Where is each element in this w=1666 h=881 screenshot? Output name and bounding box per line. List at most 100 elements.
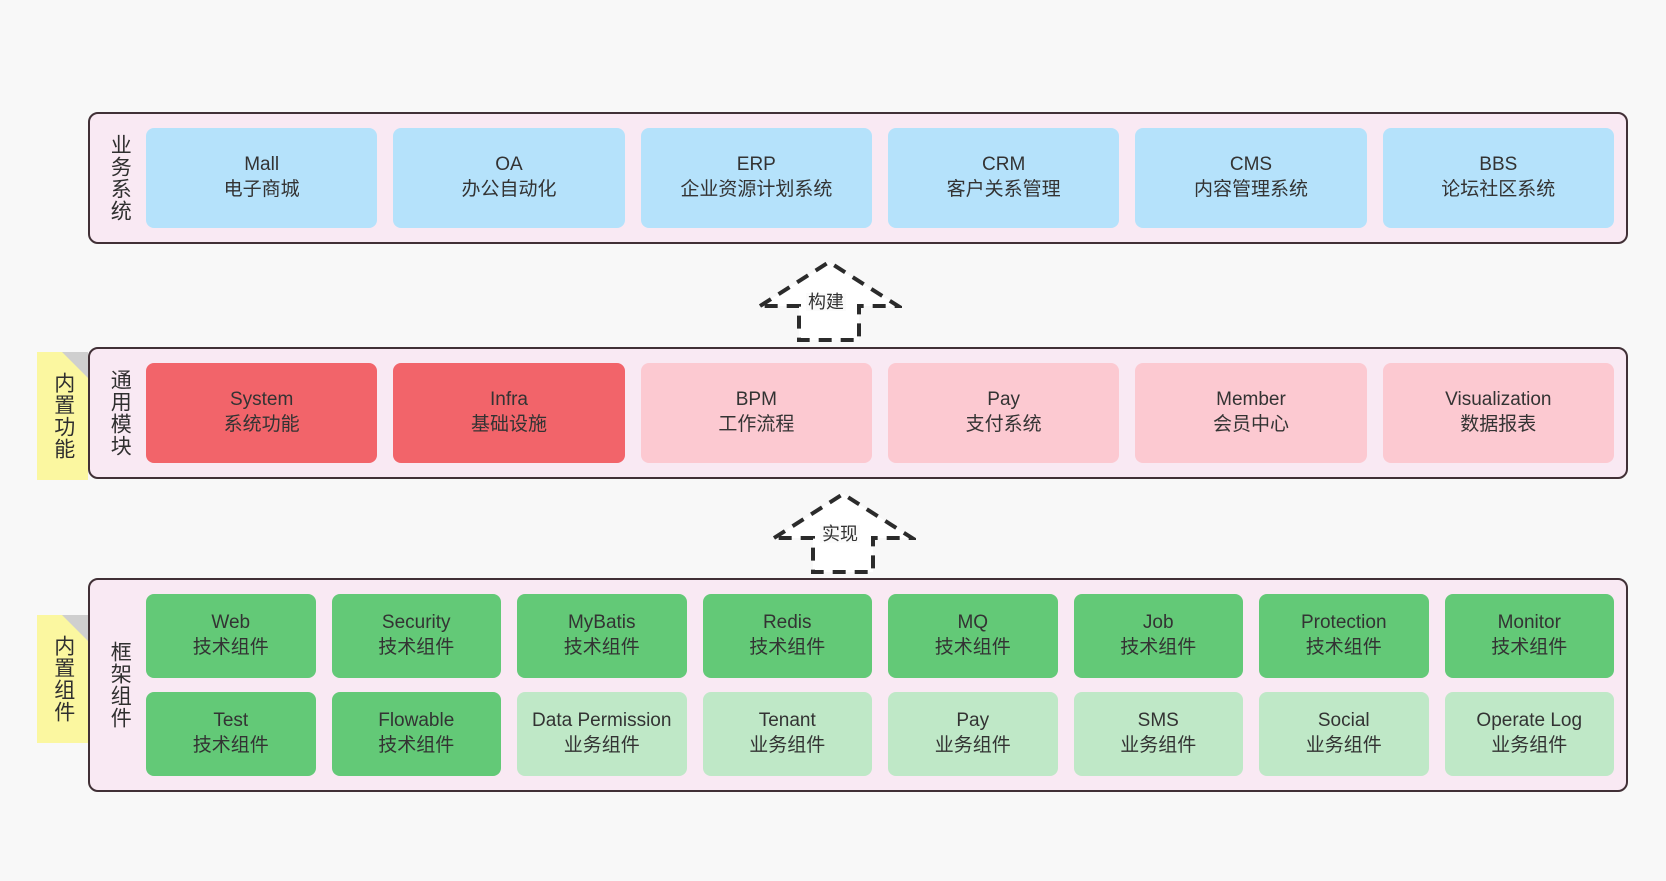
box-mq-desc: 技术组件 (934, 637, 1011, 658)
box-sms[interactable]: SMS 业务组件 (1073, 692, 1243, 776)
arrow-implement: 实现 (770, 490, 916, 576)
box-cms-name: CMS (1229, 154, 1273, 176)
box-sms-name: SMS (1137, 710, 1179, 732)
box-security[interactable]: Security 技术组件 (331, 594, 501, 678)
layer-common-module-title: 通用模块 (108, 369, 132, 457)
box-test-name: Test (213, 710, 249, 732)
box-erp-desc: 企业资源计划系统 (680, 179, 833, 200)
box-pay-component[interactable]: Pay 业务组件 (888, 692, 1058, 776)
layer-common-module-body: System 系统功能 Infra 基础设施 BPM 工作流程 Pay 支付系统… (142, 349, 1626, 477)
box-crm[interactable]: CRM 客户关系管理 (887, 128, 1120, 228)
box-oa-name: OA (495, 154, 523, 176)
box-mybatis-name: MyBatis (567, 612, 636, 634)
box-tenant-name: Tenant (758, 710, 816, 732)
box-pay-module-name: Pay (987, 389, 1021, 411)
layer-common-module: 通用模块 System 系统功能 Infra 基础设施 BPM 工作流程 Pay… (88, 347, 1628, 479)
box-system[interactable]: System 系统功能 (146, 363, 378, 463)
box-web-name: Web (211, 612, 251, 634)
box-visualization-desc: 数据报表 (1460, 414, 1537, 435)
box-crm-desc: 客户关系管理 (946, 179, 1061, 200)
box-erp-name: ERP (736, 154, 776, 176)
note-fold-icon (62, 615, 88, 641)
box-mall-name: Mall (244, 154, 280, 176)
box-pay-component-name: Pay (956, 710, 990, 732)
box-bbs-desc: 论坛社区系统 (1441, 179, 1556, 200)
box-infra-name: Infra (489, 389, 528, 411)
box-redis-desc: 技术组件 (749, 637, 826, 658)
arrow-build-label: 构建 (806, 292, 846, 312)
framework-row-tech: Web 技术组件 Security 技术组件 MyBatis 技术组件 Redi… (146, 594, 1614, 678)
box-infra[interactable]: Infra 基础设施 (393, 363, 625, 463)
note-fold-icon (62, 352, 88, 378)
box-flowable-desc: 技术组件 (378, 735, 455, 756)
box-visualization-name: Visualization (1445, 389, 1552, 411)
layer-framework-component-body: Web 技术组件 Security 技术组件 MyBatis 技术组件 Redi… (142, 580, 1626, 790)
box-social[interactable]: Social 业务组件 (1259, 692, 1429, 776)
box-mall-desc: 电子商城 (223, 179, 300, 200)
box-cms[interactable]: CMS 内容管理系统 (1135, 128, 1367, 228)
box-sms-desc: 业务组件 (1120, 735, 1197, 756)
box-cms-desc: 内容管理系统 (1193, 179, 1308, 200)
box-mybatis[interactable]: MyBatis 技术组件 (517, 594, 687, 678)
layer-business-system-title: 业务系统 (108, 134, 132, 222)
layer-framework-component-title: 框架组件 (108, 641, 132, 729)
note-builtin-component-label: 内置组件 (51, 635, 75, 723)
note-builtin-component: 内置组件 (37, 615, 88, 743)
box-security-desc: 技术组件 (378, 637, 455, 658)
box-monitor[interactable]: Monitor 技术组件 (1444, 594, 1614, 678)
box-mq-name: MQ (957, 612, 989, 634)
box-mybatis-desc: 技术组件 (563, 637, 640, 658)
arrow-build: 构建 (756, 258, 902, 344)
box-redis-name: Redis (762, 612, 812, 634)
box-data-permission-name: Data Permission (532, 710, 672, 732)
layer-business-system: 业务系统 Mall 电子商城 OA 办公自动化 ERP 企业资源计划系统 CRM… (88, 112, 1628, 244)
box-bbs-name: BBS (1479, 154, 1518, 176)
box-crm-name: CRM (982, 154, 1026, 176)
box-test[interactable]: Test 技术组件 (146, 692, 316, 776)
box-erp[interactable]: ERP 企业资源计划系统 (640, 128, 872, 228)
box-protection-desc: 技术组件 (1305, 637, 1382, 658)
box-bpm[interactable]: BPM 工作流程 (640, 363, 872, 463)
box-social-name: Social (1317, 710, 1370, 732)
box-job-name: Job (1142, 612, 1174, 634)
box-member[interactable]: Member 会员中心 (1135, 363, 1367, 463)
box-security-name: Security (381, 612, 451, 634)
box-protection-name: Protection (1300, 612, 1387, 634)
arrow-implement-label: 实现 (820, 524, 860, 544)
box-member-desc: 会员中心 (1212, 414, 1289, 435)
box-test-desc: 技术组件 (192, 735, 269, 756)
box-bbs[interactable]: BBS 论坛社区系统 (1382, 128, 1614, 228)
box-pay-component-desc: 业务组件 (934, 735, 1011, 756)
box-web-desc: 技术组件 (192, 637, 269, 658)
box-redis[interactable]: Redis 技术组件 (702, 594, 872, 678)
box-tenant-desc: 业务组件 (749, 735, 826, 756)
box-operate-log-desc: 业务组件 (1491, 735, 1568, 756)
box-system-name: System (229, 389, 294, 411)
note-builtin-function: 内置功能 (37, 352, 88, 480)
box-bpm-name: BPM (735, 389, 777, 411)
box-data-permission-desc: 业务组件 (563, 735, 640, 756)
box-mall[interactable]: Mall 电子商城 (146, 128, 378, 228)
box-pay-module[interactable]: Pay 支付系统 (887, 363, 1120, 463)
box-job[interactable]: Job 技术组件 (1073, 594, 1243, 678)
box-operate-log[interactable]: Operate Log 业务组件 (1444, 692, 1614, 776)
layer-framework-component: 框架组件 Web 技术组件 Security 技术组件 MyBatis 技术组件… (88, 578, 1628, 792)
box-mq[interactable]: MQ 技术组件 (888, 594, 1058, 678)
box-protection[interactable]: Protection 技术组件 (1259, 594, 1429, 678)
box-data-permission[interactable]: Data Permission 业务组件 (517, 692, 687, 776)
box-infra-desc: 基础设施 (470, 414, 547, 435)
box-member-name: Member (1216, 389, 1286, 411)
box-bpm-desc: 工作流程 (718, 414, 795, 435)
note-builtin-function-label: 内置功能 (51, 372, 75, 460)
box-oa-desc: 办公自动化 (461, 179, 557, 200)
box-visualization[interactable]: Visualization 数据报表 (1382, 363, 1614, 463)
box-monitor-desc: 技术组件 (1491, 637, 1568, 658)
box-pay-module-desc: 支付系统 (965, 414, 1042, 435)
box-tenant[interactable]: Tenant 业务组件 (702, 692, 872, 776)
box-operate-log-name: Operate Log (1476, 710, 1583, 732)
framework-row-business: Test 技术组件 Flowable 技术组件 Data Permission … (146, 692, 1614, 776)
box-monitor-name: Monitor (1497, 612, 1561, 634)
box-oa[interactable]: OA 办公自动化 (393, 128, 625, 228)
box-web[interactable]: Web 技术组件 (146, 594, 316, 678)
box-flowable[interactable]: Flowable 技术组件 (331, 692, 501, 776)
